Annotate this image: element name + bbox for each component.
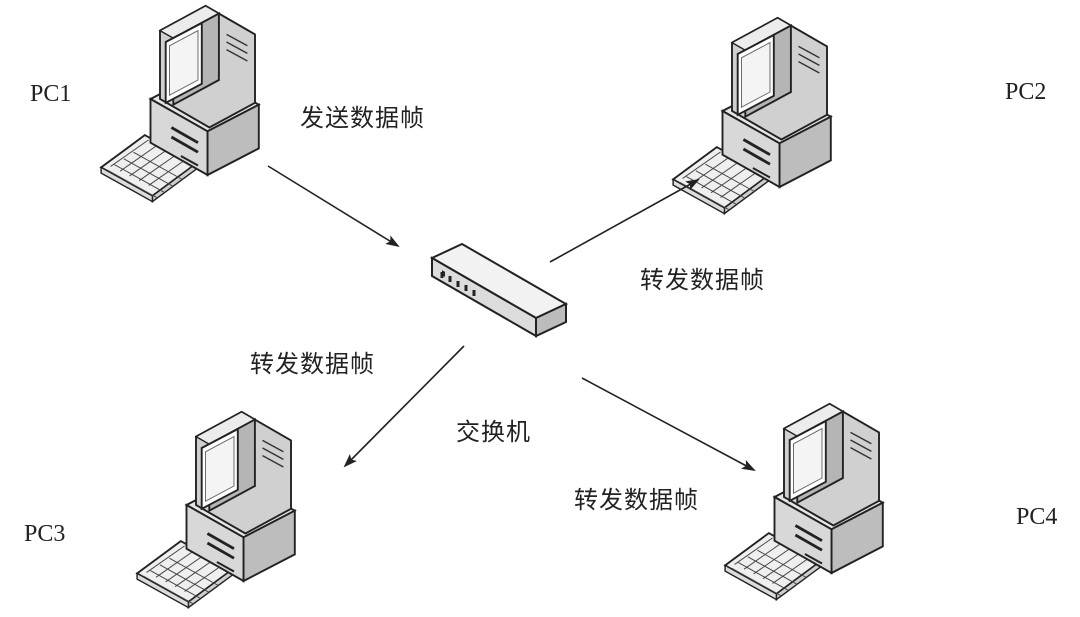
arrow-switch-to-pc2 [549,179,700,263]
pc3-label: PC3 [24,521,66,547]
send-frame-label: 发送数据帧 [300,104,425,132]
switch-icon [429,242,569,338]
pc2-label: PC2 [1005,79,1047,105]
pc4-computer-icon [723,402,885,602]
forward-frame-label-pc2: 转发数据帧 [640,266,765,294]
forward-frame-label-pc3: 转发数据帧 [250,350,375,378]
pc2-computer-icon [671,16,833,216]
switch-label: 交换机 [456,418,531,446]
arrow-switch-to-pc3 [343,345,465,468]
pc1-label: PC1 [30,81,72,107]
forward-frame-label-pc4: 转发数据帧 [574,486,699,514]
pc4-label: PC4 [1016,504,1058,530]
arrow-pc1-to-switch [267,165,400,248]
arrow-switch-to-pc4 [581,377,756,471]
pc1-computer-icon [99,4,261,204]
pc3-computer-icon [135,410,297,610]
